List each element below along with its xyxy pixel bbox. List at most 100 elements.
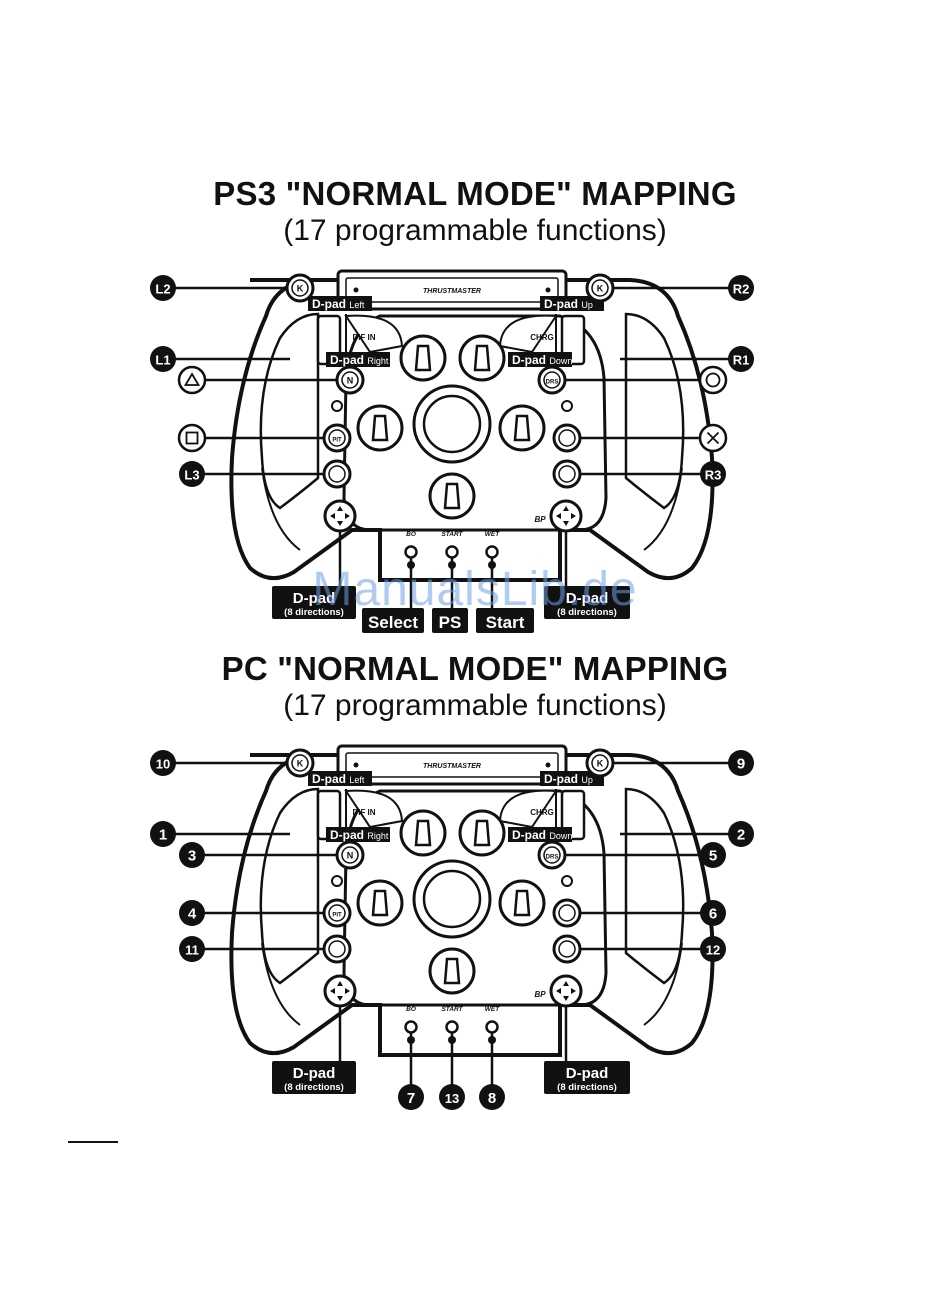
ps3-callout-r1-label: R1 xyxy=(733,353,750,368)
ps3-label-start xyxy=(476,608,534,633)
pc-right-upper-button-ring xyxy=(558,904,576,922)
ps3-callout-cross-glyph xyxy=(706,431,720,445)
ps3-rotary-knob-pointer-2 xyxy=(473,344,491,372)
ps3-bp-label: BP xyxy=(534,515,546,524)
ps3-r2-button-label: K xyxy=(597,284,604,294)
ps3-drs-button-label: DRS xyxy=(546,380,559,386)
ps3-drs-button-ring xyxy=(543,371,561,389)
ps3-label-start-text: Start xyxy=(486,613,525,632)
ps3-dpad-right-tag: D-pad Right xyxy=(330,353,389,367)
pc-dif-in-label: DIF IN xyxy=(352,808,375,817)
pc-callout-r3-label: 12 xyxy=(706,943,720,958)
ps3-n-button-label: N xyxy=(347,376,354,386)
ps3-bo-button xyxy=(404,545,418,559)
pc-dpad-left-tag: D-pad Left xyxy=(312,772,365,786)
pc-callout-5 xyxy=(700,842,726,868)
ps3-n-button-ring xyxy=(341,371,359,389)
pc-callout-r1-label: 2 xyxy=(737,827,745,844)
pc-callout-3-label: 3 xyxy=(188,848,196,865)
ps3-callout-triangle xyxy=(177,365,207,395)
pc-l2-button-label: K xyxy=(297,759,304,769)
pc-rotary-knob-3 xyxy=(356,879,404,927)
ps3-subtitle: (17 programmable functions) xyxy=(283,214,667,247)
ps3-r2-button-ring xyxy=(591,279,609,297)
ps3-label-dpad-left-sub: (8 directions) xyxy=(284,607,344,618)
pc-label-dpad-right xyxy=(544,1061,630,1094)
pc-callout-3 xyxy=(179,842,205,868)
pc-r2-button-ring xyxy=(591,754,609,772)
ps3-left-small-knob xyxy=(331,400,343,412)
ps3-r3-button-ring xyxy=(558,465,576,483)
ps3-center-emblem-inner xyxy=(422,394,482,454)
ps3-callout-r2-label: R2 xyxy=(733,282,750,297)
ps3-l2-button-ring xyxy=(291,279,309,297)
pc-rotary-knob-4 xyxy=(498,879,546,927)
ps3-left-grip xyxy=(259,312,320,510)
pc-left-grip-edge xyxy=(261,942,301,1026)
ps3-right-grip-edge xyxy=(643,467,683,551)
pc-label-dpad-left xyxy=(272,1061,356,1094)
ps3-callout-triangle-glyph xyxy=(183,372,201,386)
ps3-callout-square xyxy=(177,423,207,453)
ps3-wet-button xyxy=(485,545,499,559)
ps3-callout-l3-label: L3 xyxy=(184,468,199,483)
pc-callout-5-label: 5 xyxy=(709,848,717,865)
pc-drs-button-ring xyxy=(543,846,561,864)
ps3-label-dpad-right-text: D-pad xyxy=(566,590,609,607)
ps3-callout-r3 xyxy=(700,461,726,487)
pc-chrg-label: CHRG xyxy=(530,808,554,817)
ps3-l3-button-ring xyxy=(328,465,346,483)
pc-right-dpad-arrows xyxy=(556,981,576,1001)
pc-right-grip-edge xyxy=(643,942,683,1026)
ps3-display-screw-right xyxy=(545,287,551,293)
ps3-label-dpad-right xyxy=(544,586,630,619)
pc-right-grip xyxy=(624,787,685,985)
pc-dpad-up-tag-bg xyxy=(540,771,604,786)
pc-subtitle: (17 programmable functions) xyxy=(283,689,667,722)
pc-b7-dot xyxy=(407,1036,415,1044)
pc-callout-r1 xyxy=(728,821,754,847)
ps3-l2-button-label: K xyxy=(297,284,304,294)
ps3-start-button xyxy=(445,545,459,559)
pc-b8-dot xyxy=(488,1036,496,1044)
pc-display-screw-left xyxy=(353,762,359,768)
ps3-callout-l2 xyxy=(150,275,176,301)
pc-pit-button-ring xyxy=(328,904,346,922)
pc-label-dpad-right-sub: (8 directions) xyxy=(557,1082,617,1093)
ps3-rotary-knob-pointer-4 xyxy=(513,414,531,442)
pc-callout-r3 xyxy=(700,936,726,962)
ps3-left-dpad-arrows xyxy=(330,506,350,526)
ps3-dpad-up-tag: D-pad Up xyxy=(544,297,593,311)
pc-title: PC "NORMAL MODE" MAPPING xyxy=(221,650,729,687)
ps3-label-ps xyxy=(432,608,468,633)
pc-label-dpad-left-text: D-pad xyxy=(293,1065,336,1082)
ps3-chrg-label: CHRG xyxy=(530,333,554,342)
pc-callout-b8-label: 8 xyxy=(488,1090,496,1107)
ps3-left-grip-edge xyxy=(261,467,301,551)
ps3-label-dpad-left xyxy=(272,586,356,619)
pc-rotary-knob-pointer-1 xyxy=(414,819,432,847)
pc-callout-b13 xyxy=(439,1084,465,1110)
pc-dif-in-encoder xyxy=(344,789,404,829)
ps3-title: PS3 "NORMAL MODE" MAPPING xyxy=(213,175,737,212)
pc-callout-l2-label: 10 xyxy=(156,757,170,772)
ps3-rotary-knob-pointer-3 xyxy=(371,414,389,442)
pc-label-dpad-right-text: D-pad xyxy=(566,1065,609,1082)
ps3-brand-text: THRUSTMASTER xyxy=(423,288,481,295)
pc-left-small-knob xyxy=(331,875,343,887)
ps3-rotary-knob-1 xyxy=(399,334,447,382)
ps3-display-screen xyxy=(345,277,559,303)
pc-bo-button xyxy=(404,1020,418,1034)
ps3-rotary-knob-2 xyxy=(458,334,506,382)
pc-start-button xyxy=(445,1020,459,1034)
pc-n-button-ring xyxy=(341,846,359,864)
ps3-callout-square-glyph xyxy=(185,431,199,445)
ps3-right-upper-button-ring xyxy=(558,429,576,447)
pc-rotary-knob-pointer-2 xyxy=(473,819,491,847)
pc-callout-l3 xyxy=(179,936,205,962)
ps3-label-ps-text: PS xyxy=(439,613,462,632)
pc-dpad-down-tag-bg xyxy=(508,827,572,842)
